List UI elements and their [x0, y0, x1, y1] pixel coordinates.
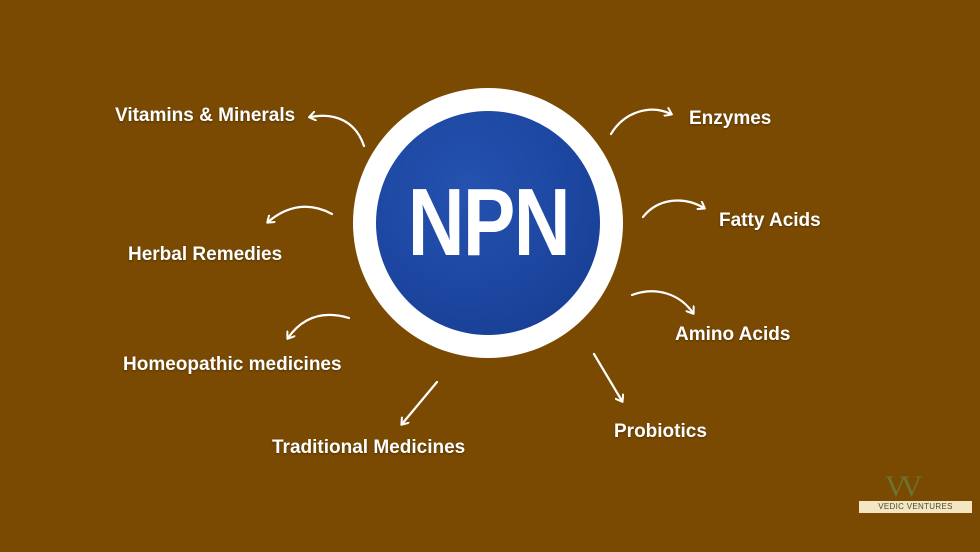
label-homeopathic-medicines: Homeopathic medicines [123, 354, 342, 375]
center-disc: NPN [376, 111, 600, 335]
arrow-amino-acids [630, 290, 693, 313]
logo-text: VEDIC VENTURES [859, 501, 972, 513]
arrow-probiotics [592, 352, 622, 401]
arrow-vitamins [310, 116, 366, 148]
logo-mark: VV [885, 470, 922, 503]
arrow-herbal [268, 205, 334, 222]
arrow-enzymes [609, 110, 671, 136]
arrow-traditional [402, 380, 439, 424]
arrow-fatty-acids [641, 199, 704, 219]
label-herbal-remedies: Herbal Remedies [128, 244, 283, 265]
label-fatty-acids: Fatty Acids [719, 210, 821, 231]
brand-logo: VV VEDIC VENTURES [859, 470, 972, 516]
label-vitamins-minerals: Vitamins & Minerals [115, 105, 296, 126]
label-traditional-medicines: Traditional Medicines [272, 437, 466, 458]
center-label: NPN [407, 169, 570, 276]
arrow-homeopathic [288, 313, 351, 338]
label-amino-acids: Amino Acids [675, 324, 791, 345]
label-probiotics: Probiotics [614, 421, 707, 442]
label-enzymes: Enzymes [689, 108, 772, 129]
